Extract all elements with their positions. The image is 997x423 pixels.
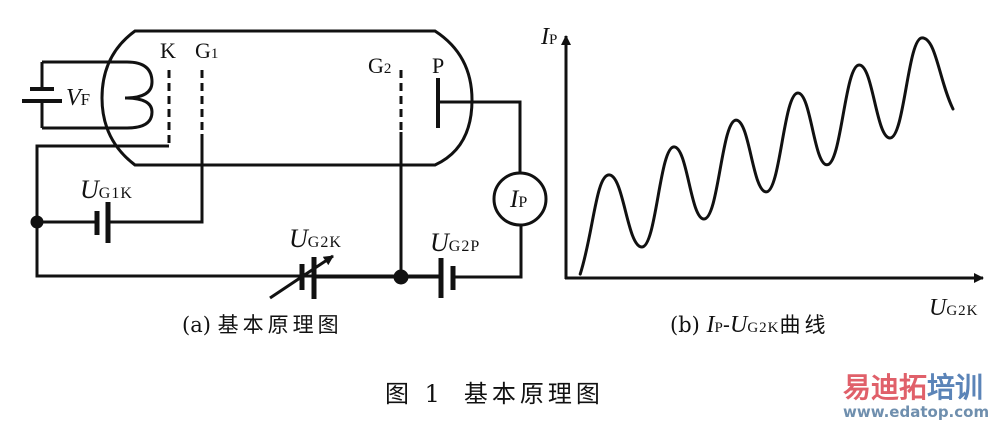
label-ug1k: UG1K [80,177,133,203]
curve-point-start [578,272,582,276]
label-filament-sub: F [80,90,92,109]
figure-caption: 图 1 基本原理图 [385,382,604,406]
y-axis-label: IP [541,25,558,49]
curve-point-trough [702,217,706,221]
label-ammeter-main: I [510,186,519,213]
label-ug2k: UG2K [289,226,342,252]
subcaption-a: (a) 基本原理图 [182,315,343,336]
label-filament-main: V [66,85,81,111]
junction-node-left [30,215,44,229]
subcaption-b-dash: - [722,313,730,337]
curve-point-end [951,107,955,111]
subcaption-b-text: 曲线 [779,313,830,337]
curve-point-trough [640,245,644,249]
curve-point-trough [764,190,768,194]
label-grid1: G1 [195,40,219,62]
label-ug2k-sub: G2K [307,234,342,251]
circuit-diagram [22,29,548,300]
watermark-brand: 易迪拓培训 [843,374,983,402]
plate-wire [438,100,522,173]
ip-ug2k-chart [561,35,984,283]
ug2p-wire [453,225,523,279]
subcaption-b-tag: (b) [670,313,700,337]
subcaption-a-tag: (a) [182,313,211,337]
label-ug2p: UG2P [430,230,480,256]
subcaption-b-main1: I [706,312,715,338]
label-ug1k-main: U [80,175,99,204]
curve-point-peak [857,63,861,67]
label-ammeter: IP [510,187,528,212]
label-grid2: G2 [368,55,392,77]
label-plate: P [432,53,445,78]
subcaption-a-text: 基本原理图 [217,313,343,337]
curve-point-peak [734,118,738,122]
curve-point-peak [607,173,611,177]
subcaption-b-main2: U [729,312,748,338]
curve-point-peak [672,145,676,149]
watermark-brand-red: 易迪拓 [843,371,928,404]
cathode-wire [35,144,440,278]
watermark-url: www.edatop.com [843,403,990,421]
figure-caption-title: 基本原理图 [463,380,604,408]
label-ug2k-main: U [289,224,308,253]
label-ug2p-main: U [430,228,449,257]
figure-caption-number: 图 1 [385,380,444,408]
x-axis-label-sub: G2K [946,303,979,319]
subcaption-b-sub1: P [714,320,723,336]
curve-point-peak [796,91,800,95]
x-axis-label: UG2K [929,296,979,320]
ip-ug2k-curve [578,36,955,276]
y-axis-label-sub: P [549,32,559,48]
filament-coil [42,60,154,130]
curve-point-trough [888,136,892,140]
label-ug2p-sub: G2P [448,238,481,255]
label-grid1-sub: 1 [210,46,220,62]
ammeter-circle [492,171,548,227]
subcaption-b: (b) IP-UG2K曲线 [670,313,830,337]
y-axis-label-main: I [541,24,549,50]
tube-envelope [100,29,474,167]
x-axis-label-main: U [929,295,947,321]
label-grid1-main: G [195,38,211,63]
ug2k-variable-arrow [269,254,334,300]
label-filament: VF [66,86,91,110]
label-ug1k-sub: G1K [98,185,133,202]
curve-point-peak [920,36,924,40]
curve-point-trough [825,163,829,167]
label-ammeter-sub: P [518,194,529,211]
label-grid2-main: G [368,53,384,78]
subcaption-b-sub2: G2K [747,320,780,336]
label-grid2-sub: 2 [383,61,393,77]
watermark-brand-blue: 培训 [927,371,984,404]
label-cathode: K [160,38,176,63]
grid1-wire [110,134,204,224]
